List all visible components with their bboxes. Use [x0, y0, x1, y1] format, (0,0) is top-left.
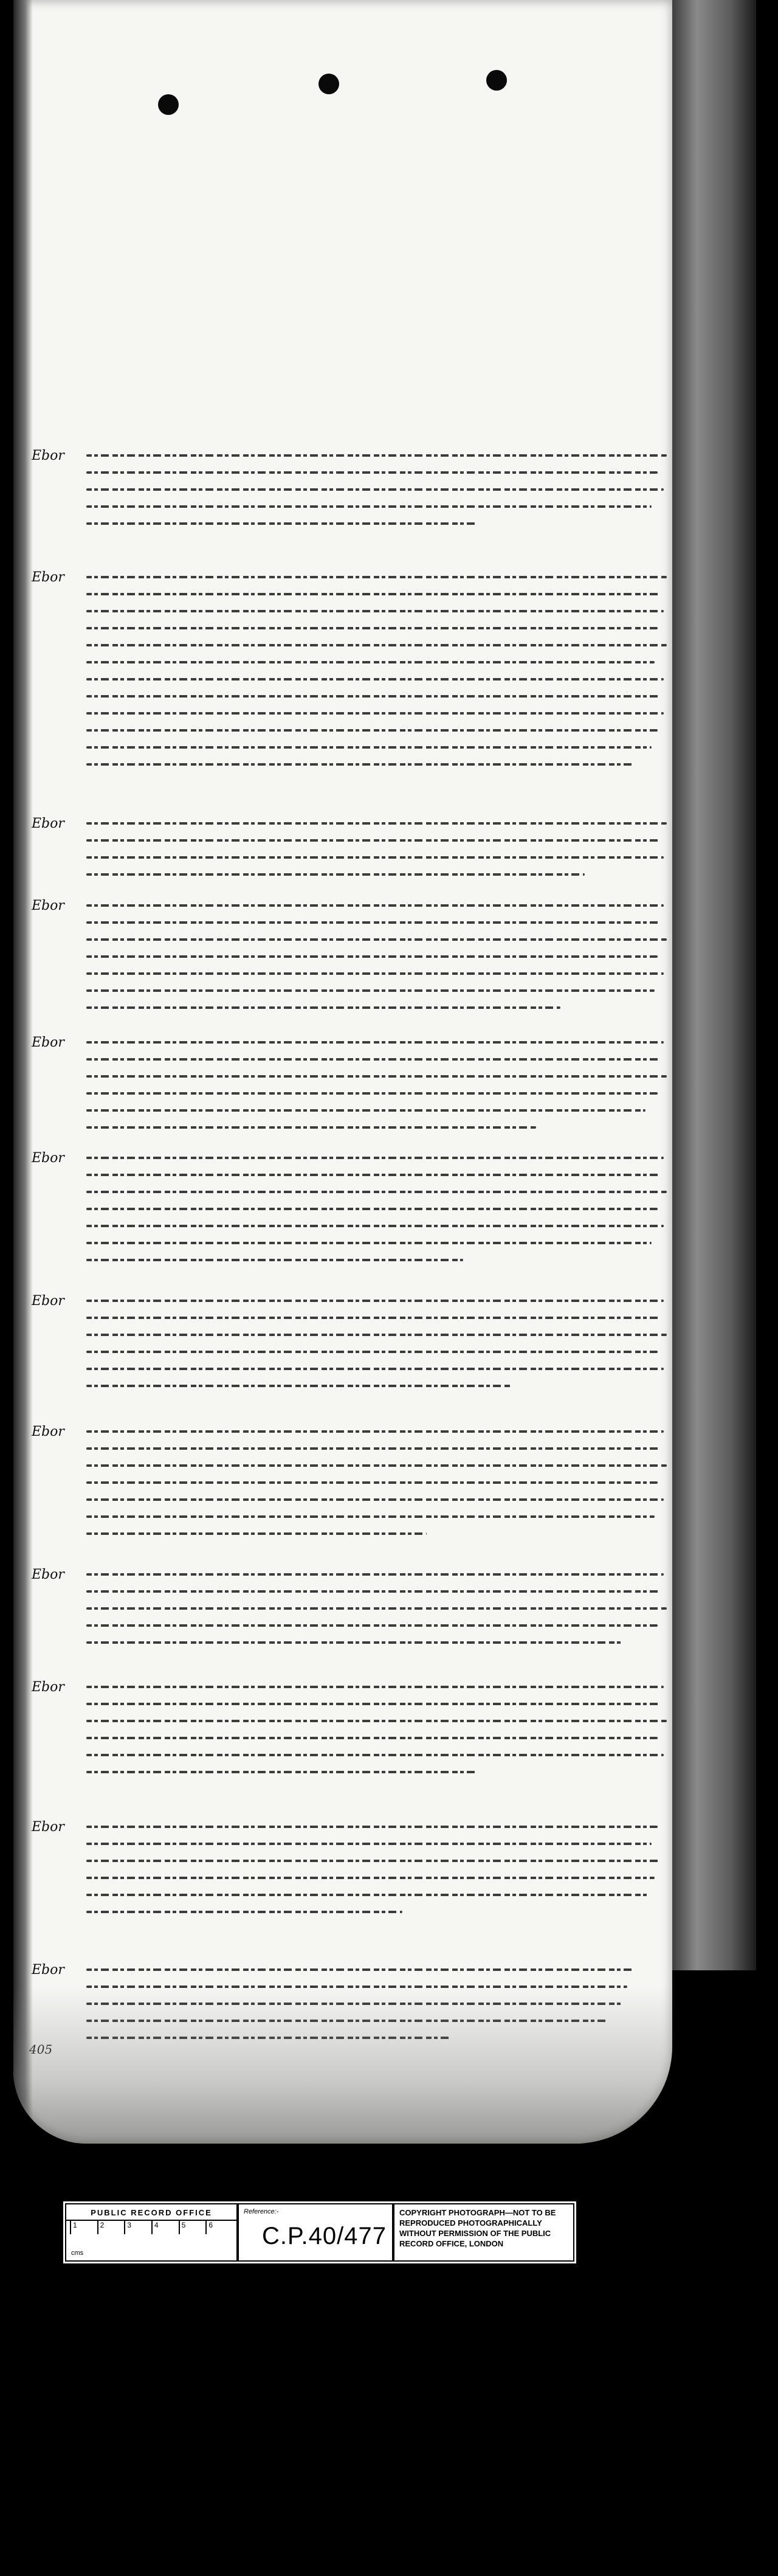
ruler-tick: 3: [124, 2221, 151, 2234]
margin-county-label: Ebor: [32, 1819, 64, 1835]
parchment-roll: Ebor Ebor Ebor: [13, 0, 672, 2144]
margin-county-label: Ebor: [32, 1680, 64, 1695]
margin-county-label: Ebor: [32, 1567, 64, 1582]
margin-county-label: Ebor: [32, 448, 64, 463]
margin-county-label: Ebor: [32, 1293, 64, 1309]
reference-number: C.P.40/477: [262, 2223, 387, 2249]
margin-county-label: Ebor: [32, 570, 64, 585]
punch-hole-3: [486, 70, 507, 91]
ruler-unit: cms: [71, 2249, 84, 2257]
reference-panel: Reference:- C.P.40/477: [238, 2203, 393, 2262]
archive-reference-strip: PUBLIC RECORD OFFICE 1 2 3 4 5 6 cms Ref…: [63, 2201, 576, 2263]
ruler-tick: 6: [205, 2221, 233, 2234]
ruler-tick: 2: [97, 2221, 125, 2234]
ruler-tick: 5: [178, 2221, 206, 2234]
folio-number: 405: [29, 2042, 53, 2057]
margin-county-label: Ebor: [32, 898, 64, 913]
punch-hole-2: [318, 74, 339, 94]
scale-ruler: 1 2 3 4 5 6 cms: [66, 2221, 236, 2260]
right-margin-band: [671, 0, 756, 1970]
ruler-tick: 4: [151, 2221, 179, 2234]
margin-county-label: Ebor: [32, 1035, 64, 1050]
office-name: PUBLIC RECORD OFFICE: [66, 2204, 236, 2221]
office-ruler-panel: PUBLIC RECORD OFFICE 1 2 3 4 5 6 cms: [65, 2203, 238, 2262]
margin-county-label: Ebor: [32, 1424, 64, 1439]
reference-label: Reference:-: [244, 2208, 279, 2215]
margin-county-label: Ebor: [32, 816, 64, 831]
margin-county-label: Ebor: [32, 1151, 64, 1166]
margin-county-label: Ebor: [32, 1962, 64, 1978]
punch-hole-1: [158, 94, 179, 115]
ruler-tick: 1: [70, 2221, 97, 2234]
plea-entries: Ebor Ebor Ebor: [32, 447, 672, 2101]
copyright-notice: COPYRIGHT PHOTOGRAPH—NOT TO BE REPRODUCE…: [393, 2203, 574, 2262]
